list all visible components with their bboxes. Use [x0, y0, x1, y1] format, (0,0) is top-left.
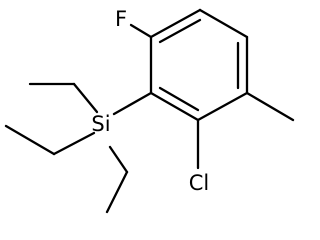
ring-bond-c4-c5 — [196, 91, 249, 122]
ethyl-3-bond-ch2-ch3 — [105, 170, 129, 214]
ethyl-1-bond-si-ch2 — [72, 82, 99, 114]
molecule-structure: F Si Cl — [4, 7, 295, 214]
bond-c6-silicon — [112, 91, 153, 116]
ethyl-3-bond-si-ch2 — [108, 145, 129, 174]
ring-bond-c5-c6 — [149, 91, 200, 122]
ring-bond-c1-c2 — [149, 8, 202, 39]
ring-double-bond-bottom-left — [158, 86, 200, 112]
bond-c4-methyl — [245, 91, 295, 122]
chlorine-label: Cl — [189, 171, 210, 195]
bond-c1-fluorine — [129, 23, 153, 39]
ethyl-2-bond-si-ch2 — [52, 131, 96, 156]
silicon-label: Si — [91, 112, 110, 136]
ring-bond-c2-c3 — [198, 8, 249, 39]
ethyl-2-bond-ch2-ch3 — [4, 124, 56, 156]
fluorine-label: F — [115, 7, 127, 31]
ring-double-bond-top — [158, 18, 202, 44]
